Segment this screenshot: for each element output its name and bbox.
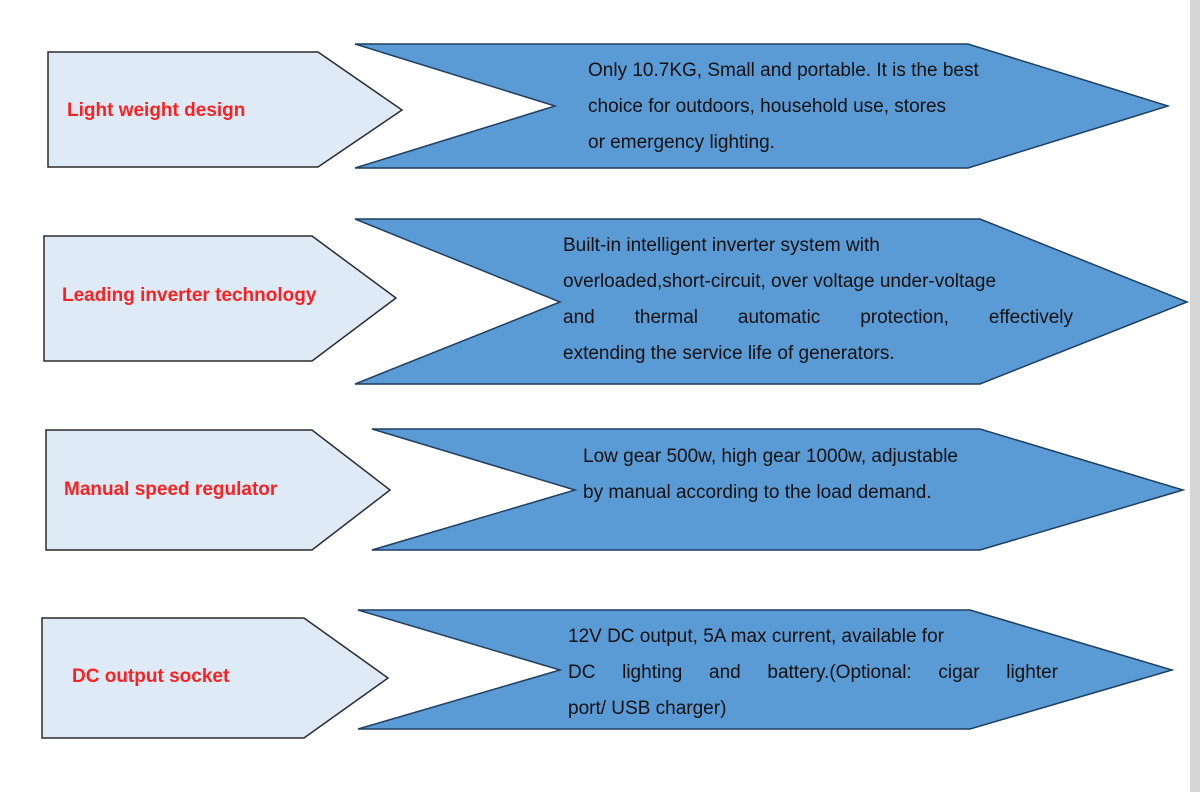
desc-line: and thermal automatic protection, effect…	[563, 307, 1073, 328]
label-box-speed-regulator	[45, 429, 392, 551]
desc-line: Only 10.7KG, Small and portable. It is t…	[588, 60, 979, 81]
feature-label-speed-regulator: Manual speed regulator	[64, 479, 278, 500]
desc-line: choice for outdoors, household use, stor…	[588, 96, 947, 117]
desc-line: by manual according to the load demand.	[583, 482, 932, 503]
feature-label-dc-socket: DC output socket	[72, 666, 230, 687]
desc-line: or emergency lighting.	[588, 132, 775, 153]
arrow-dc-socket	[357, 609, 1175, 730]
feature-desc-dc-socket: 12V DC output, 5A max current, available…	[568, 619, 1058, 727]
desc-line: DC lighting and battery.(Optional: cigar…	[568, 662, 1058, 683]
desc-line: overloaded,short-circuit, over voltage u…	[563, 271, 997, 292]
desc-line: Built-in intelligent inverter system wit…	[563, 235, 880, 256]
label-box-inverter	[43, 235, 398, 362]
arrow-inverter	[354, 218, 1190, 385]
feature-desc-inverter: Built-in intelligent inverter system wit…	[563, 228, 1073, 372]
feature-desc-speed-regulator: Low gear 500w, high gear 1000w, adjustab…	[583, 439, 1023, 511]
desc-line: extending the service life of generators…	[563, 343, 895, 364]
page-edge	[1190, 0, 1200, 792]
feature-desc-light-weight: Only 10.7KG, Small and portable. It is t…	[588, 53, 1038, 161]
desc-line: Low gear 500w, high gear 1000w, adjustab…	[583, 446, 958, 467]
desc-line: port/ USB charger)	[568, 698, 727, 719]
label-box-dc-socket	[41, 617, 390, 739]
feature-label-inverter: Leading inverter technology	[62, 285, 317, 306]
desc-line: 12V DC output, 5A max current, available…	[568, 626, 944, 647]
feature-label-light-weight: Light weight design	[67, 100, 246, 121]
label-box-light-weight	[47, 51, 404, 168]
arrow-speed-regulator	[371, 428, 1186, 551]
arrow-light-weight	[354, 43, 1171, 169]
